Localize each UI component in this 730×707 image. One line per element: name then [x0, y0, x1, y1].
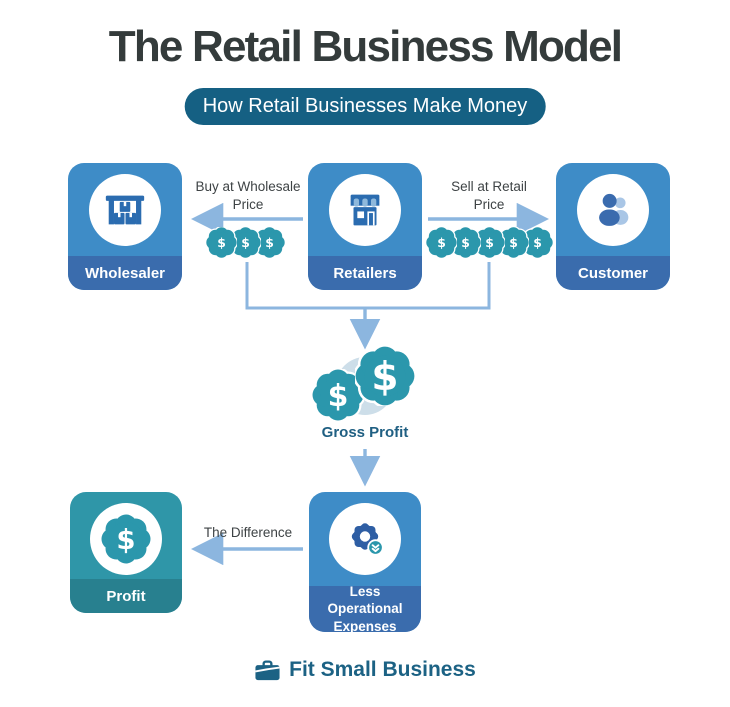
dollar-seal-icon: $ [310, 367, 366, 423]
sell-money-badges: $ $ $ $ $ [424, 225, 555, 260]
svg-text:$: $ [371, 355, 398, 400]
money-badge-icon: $ [424, 225, 459, 260]
wholesaler-label: Wholesaler [68, 256, 182, 290]
dollar-seal-icon: $ [99, 512, 153, 566]
svg-text:$: $ [461, 235, 470, 250]
wholesaler-node: Wholesaler [68, 163, 182, 290]
buy-at-wholesale-price-label: Buy at Wholesale Price [195, 179, 301, 213]
subtitle-pill: How Retail Businesses Make Money [184, 88, 546, 125]
less-operational-expenses-label: Less Operational Expenses [309, 584, 421, 634]
profit-icon-circle: $ [90, 503, 162, 575]
svg-text:$: $ [217, 235, 226, 250]
briefcase-icon [254, 657, 281, 683]
footer-brand-text: Fit Small Business [289, 658, 476, 681]
wholesaler-icon-circle [89, 174, 161, 246]
money-badge-icon: $ [448, 225, 483, 260]
gear-expenses-icon [341, 515, 389, 563]
dollar-seal-icon: $ [99, 512, 153, 566]
svg-text:$: $ [241, 235, 250, 250]
svg-text:$: $ [328, 379, 349, 414]
customers-icon [590, 187, 636, 233]
warehouse-icon [102, 187, 148, 233]
customer-icon-circle [577, 174, 649, 246]
svg-text:$: $ [509, 235, 518, 250]
footer-brand: Fit Small Business [0, 657, 730, 683]
retailers-label: Retailers [308, 256, 422, 290]
svg-text:$: $ [116, 524, 135, 556]
customer-node: Customer [556, 163, 670, 290]
money-badge-icon: $ [228, 225, 263, 260]
svg-text:$: $ [533, 235, 542, 250]
dollar-seal-icon: $ [353, 344, 417, 408]
svg-text:$: $ [485, 235, 494, 250]
profit-label: Profit [70, 579, 182, 613]
sell-at-retail-price-label: Sell at Retail Price [451, 179, 527, 213]
retailers-icon-circle [329, 174, 401, 246]
dollar-seal-icon: $ [424, 225, 459, 260]
dollar-seal-icon: $ [353, 344, 417, 408]
dollar-seal-icon: $ [204, 225, 239, 260]
expenses-icon-circle [329, 503, 401, 575]
svg-text:$: $ [265, 235, 274, 250]
svg-text:$: $ [437, 235, 446, 250]
dollar-seal-icon: $ [310, 367, 366, 423]
gross-profit-label: Gross Profit [321, 424, 409, 441]
dollar-seal-icon: $ [228, 225, 263, 260]
gross-profit-icon: $ $ [308, 344, 422, 425]
page-title: The Retail Business Model [108, 22, 623, 71]
less-operational-expenses-node: Less Operational Expenses [309, 492, 421, 634]
buy-money-badges: $ $ $ [204, 225, 287, 260]
profit-node: $ Profit [70, 492, 182, 613]
storefront-icon [342, 187, 388, 233]
the-difference-label: The Difference [203, 525, 293, 540]
money-badge-icon: $ [204, 225, 239, 260]
retailers-node: Retailers [308, 163, 422, 290]
dollar-seal-icon: $ [448, 225, 483, 260]
customer-label: Customer [556, 256, 670, 290]
